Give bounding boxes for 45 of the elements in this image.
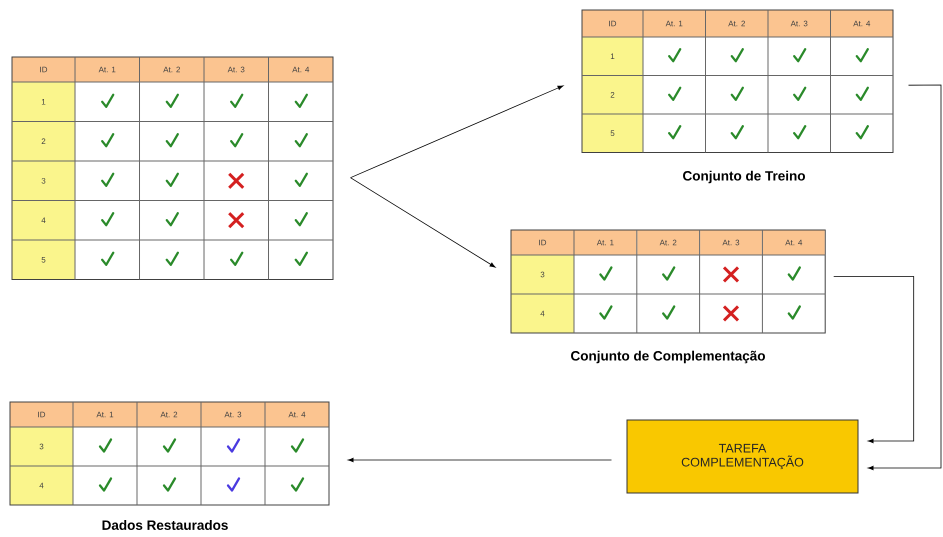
header-cell: ID: [12, 58, 74, 82]
arrow: [833, 276, 914, 444]
id-cell: 2: [12, 122, 74, 160]
id-cell: 3: [512, 256, 574, 294]
header-cell: At. 2: [140, 58, 204, 82]
id-cell: 4: [512, 294, 574, 332]
header-cell: At. 4: [831, 10, 892, 36]
id-cell: 4: [10, 466, 72, 504]
header-cell: At. 3: [202, 402, 264, 426]
header-cell: At. 2: [706, 10, 768, 36]
header-cell: At. 3: [204, 58, 268, 82]
arrow: [868, 84, 942, 470]
header-cell: At. 1: [76, 58, 139, 82]
id-cell: 2: [582, 76, 642, 114]
id-cell: 1: [12, 82, 74, 121]
header-cell: At. 4: [762, 230, 825, 254]
table-caption: Conjunto de Treino: [683, 170, 805, 184]
header-cell: At. 2: [637, 230, 700, 254]
table-caption: Conjunto de Complementação: [571, 350, 765, 364]
data-table: [12, 56, 334, 280]
header-cell: At. 4: [266, 402, 328, 426]
data-table: [510, 230, 826, 334]
id-cell: 3: [10, 428, 72, 466]
process-box: TAREFA COMPLEMENTAÇÃO: [626, 420, 858, 494]
header-cell: At. 1: [574, 230, 636, 254]
header-cell: At. 1: [74, 402, 136, 426]
arrow: [350, 177, 496, 268]
header-cell: ID: [512, 230, 574, 254]
header-cell: ID: [582, 10, 642, 36]
header-cell: At. 4: [269, 58, 332, 82]
id-cell: 1: [582, 38, 642, 75]
header-cell: At. 3: [768, 10, 830, 36]
arrow: [348, 458, 612, 462]
data-table: [10, 402, 330, 506]
header-cell: At. 2: [138, 402, 200, 426]
id-cell: 5: [12, 240, 74, 279]
header-cell: At. 3: [700, 230, 762, 254]
header-cell: At. 1: [644, 10, 705, 36]
id-cell: 5: [582, 114, 642, 152]
table-caption: Dados Restaurados: [102, 520, 228, 530]
data-table: [582, 9, 894, 153]
arrow: [350, 85, 564, 178]
header-cell: ID: [10, 402, 72, 426]
id-cell: 3: [12, 162, 74, 200]
id-cell: 4: [12, 201, 74, 240]
